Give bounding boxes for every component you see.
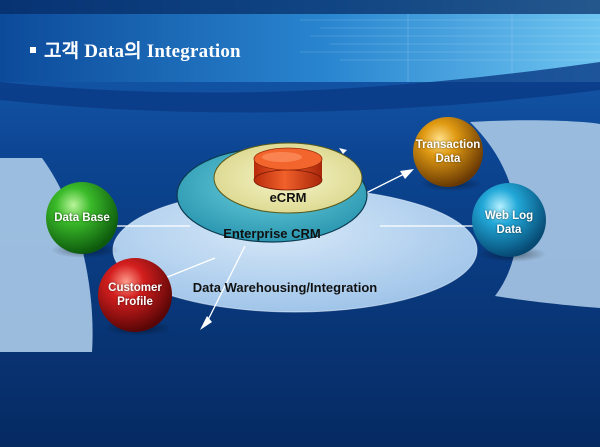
page-title: 고객 Data의 Integration — [30, 36, 241, 63]
web-log-data-sphere — [472, 183, 546, 257]
header-texture — [300, 14, 600, 82]
connector-transaction — [359, 171, 409, 197]
connector-lines — [110, 171, 478, 327]
page-title-text: 고객 Data의 Integration — [44, 41, 241, 62]
customer-profile-label: Customer Profile — [108, 282, 162, 308]
core-cylinder — [253, 147, 323, 191]
header-top-strip — [0, 0, 600, 14]
header-swoosh — [0, 62, 600, 113]
transaction-data-label: Transaction Data — [415, 139, 481, 165]
transaction-data-sphere — [413, 117, 483, 187]
left-panel — [0, 158, 93, 352]
arrowhead-top — [339, 148, 347, 154]
arrowhead-transaction — [400, 169, 414, 179]
ecrm-label: eCRM — [269, 190, 307, 205]
connector-customer-profile — [164, 257, 216, 279]
enterprise-crm-label: Enterprise CRM — [223, 226, 321, 241]
title-bullet-icon — [30, 46, 36, 53]
data-base-label: Data Base — [54, 212, 110, 224]
web-log-data-label: Web Log Data — [484, 210, 534, 236]
connector-down-arrow — [204, 245, 246, 327]
data-base-sphere — [46, 182, 118, 254]
arrowhead-down — [200, 316, 212, 330]
customer-profile-sphere — [98, 258, 172, 332]
data-warehousing-label: Data Warehousing/Integration — [192, 280, 378, 295]
